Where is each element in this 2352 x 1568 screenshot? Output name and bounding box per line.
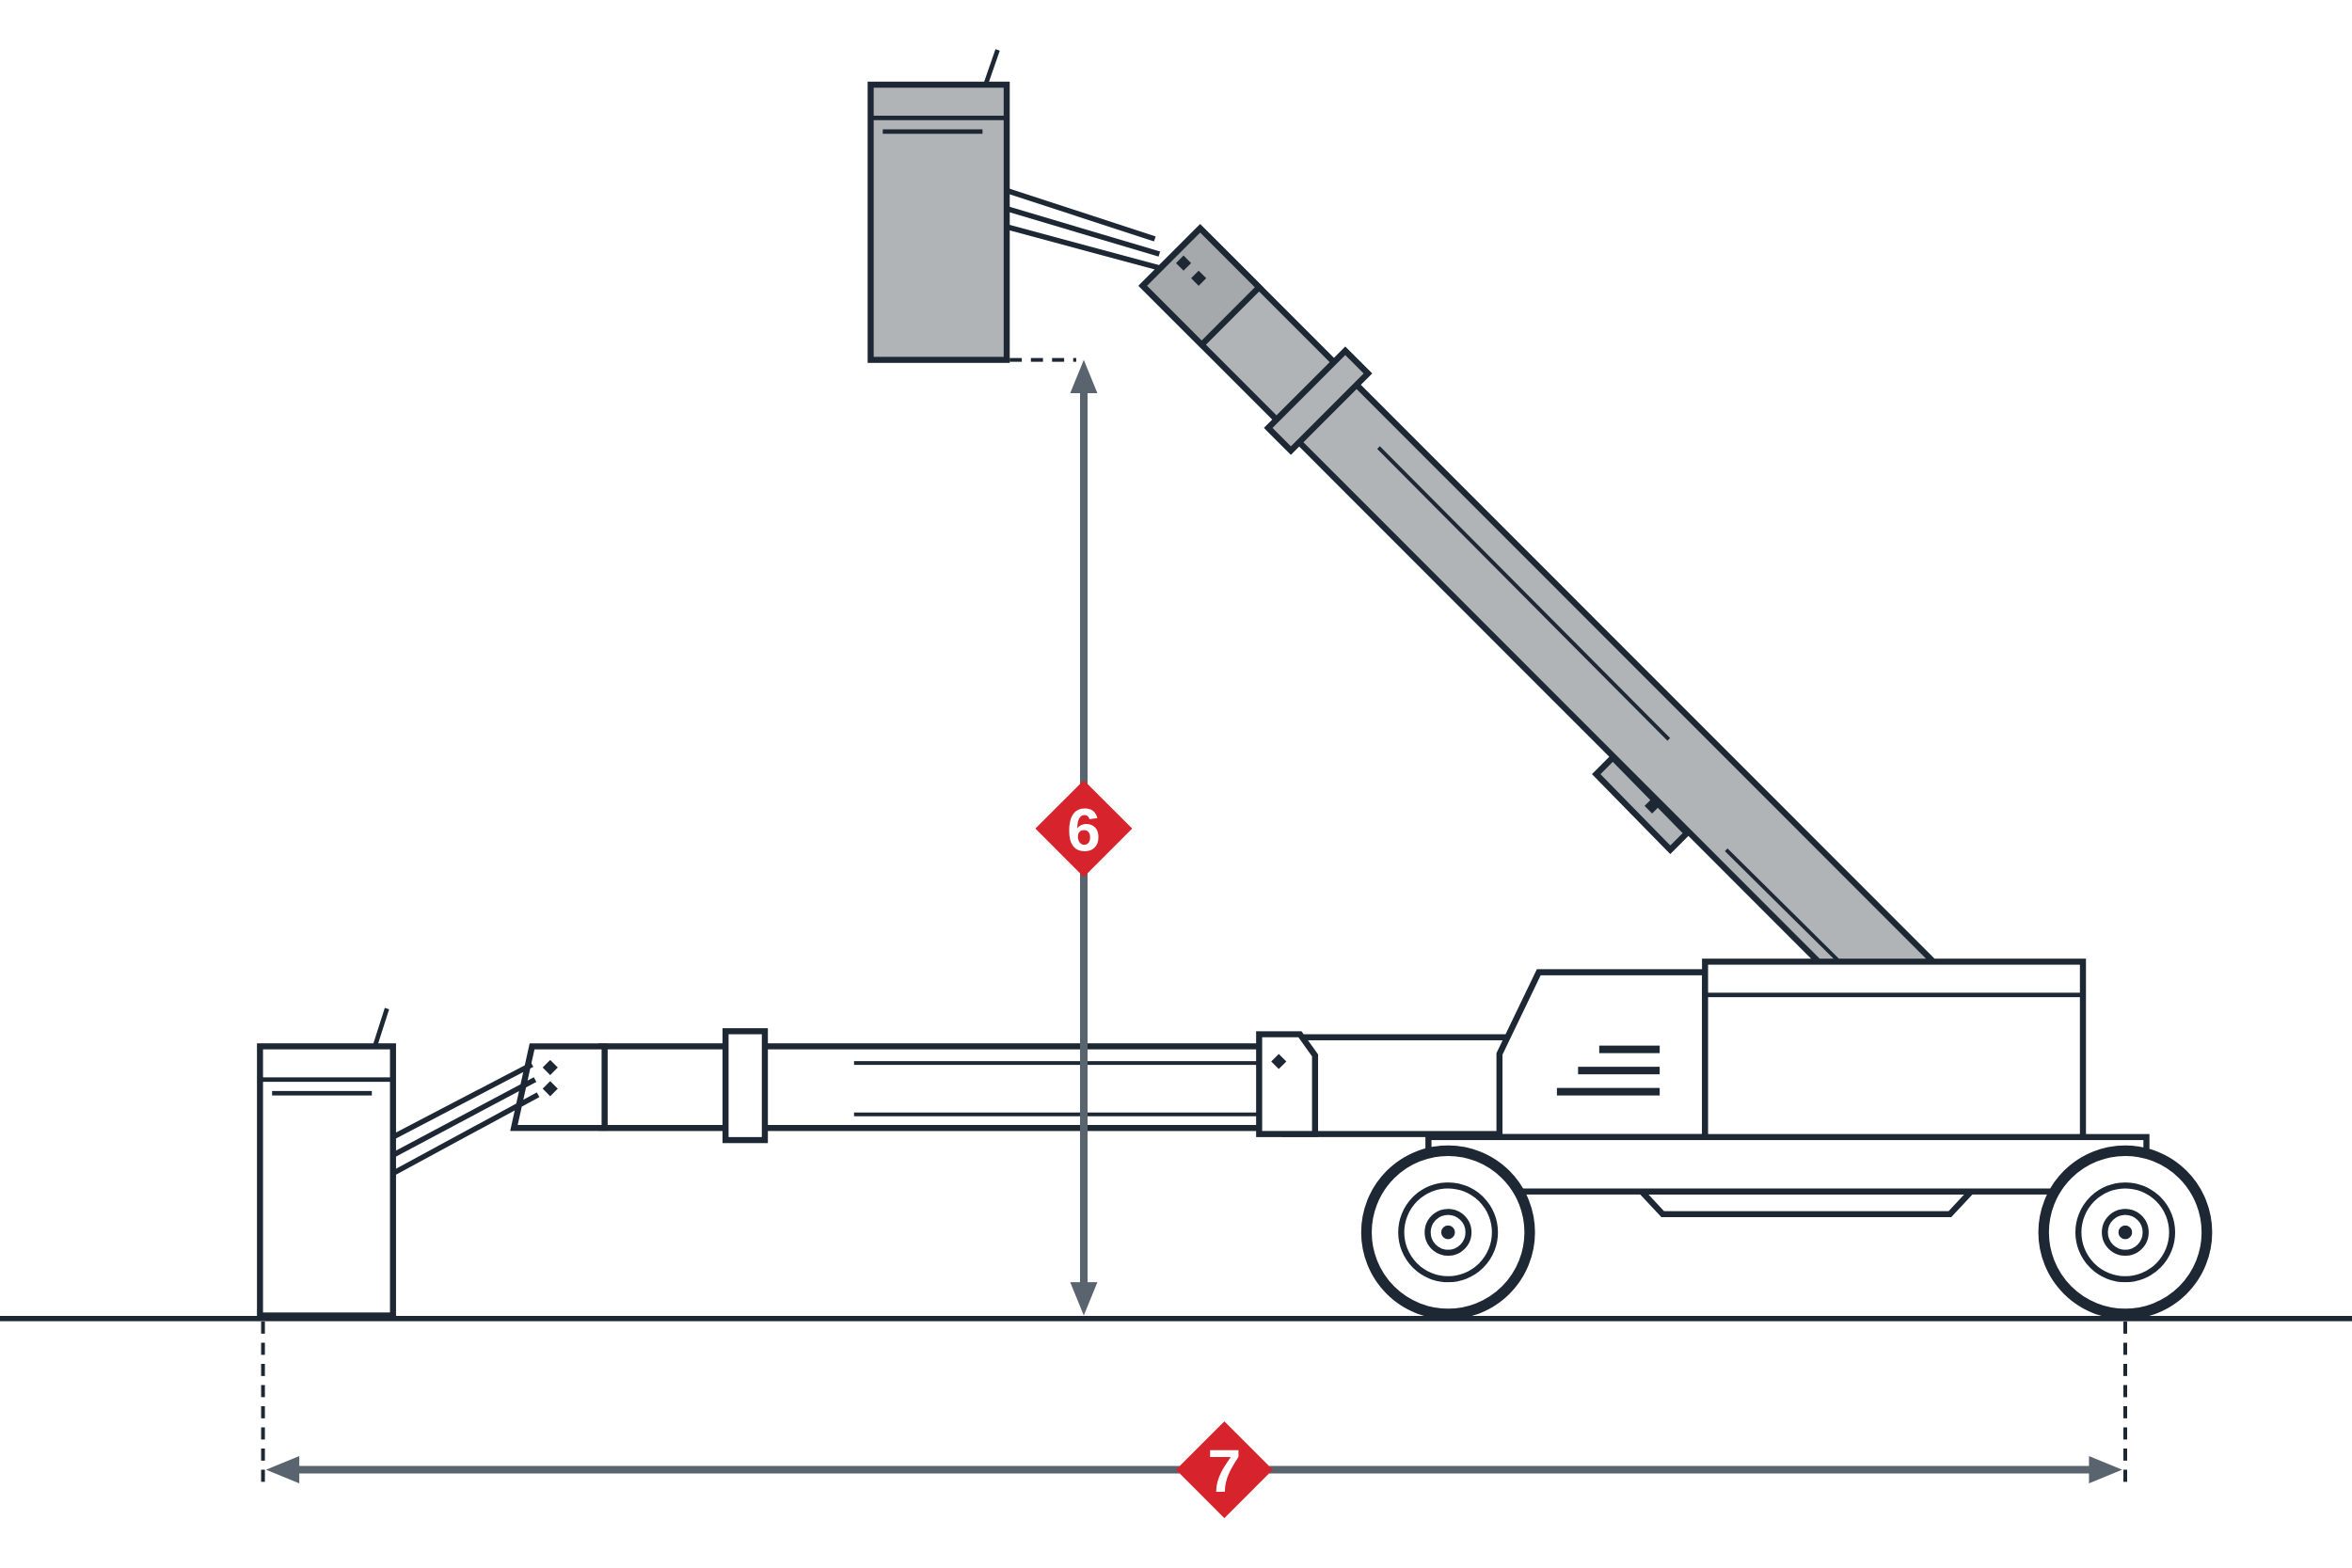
boom-head-pin-dot (542, 1081, 558, 1097)
arrow-right-icon (2089, 1456, 2122, 1483)
raised-telescopic-boom (1138, 224, 1953, 1039)
raised-boom-section-seam (1376, 446, 1671, 741)
lowered-boom-head (510, 1043, 608, 1132)
raised-boom-collar (1263, 346, 1373, 455)
raised-boom-assembly (867, 49, 1953, 1039)
length-badge-diamond (1176, 1421, 1273, 1518)
lowered-boom-base-section (1281, 1034, 1521, 1137)
lowered-boom-collar (722, 1028, 769, 1144)
arrow-left-icon (265, 1456, 300, 1483)
raised-platform-link-arm (1006, 206, 1161, 257)
front-wheel-center-dot (1440, 1225, 1455, 1240)
lowered-platform-link-arm (391, 1077, 537, 1158)
boom-head-pin-dot (1191, 270, 1207, 286)
joint-plate-pin-dot (1271, 1053, 1287, 1069)
height-badge-label: 6 (1067, 797, 1101, 864)
lowered-platform-basket (257, 1043, 396, 1319)
dimension-height: 6 (1009, 357, 1133, 1316)
axle-beam (1425, 1133, 2150, 1195)
raised-platform-antenna (983, 49, 1000, 86)
skid-plate (1634, 1188, 1979, 1218)
lowered-platform-link-arm (391, 1092, 540, 1176)
arrow-down-icon (1070, 1282, 1098, 1316)
dimension-length: 7 (261, 1321, 2128, 1518)
raised-boom-joint-plate (1592, 752, 1692, 854)
rear-wheel (2038, 1145, 2213, 1320)
length-badge-label: 7 (1208, 1437, 1242, 1505)
boom-head-pin-dot (542, 1059, 558, 1075)
arrow-up-icon (1070, 359, 1098, 393)
turntable-deck (1702, 958, 2087, 1144)
boom-head-pin-dot (1176, 255, 1192, 271)
joint-plate-pin-dot (1645, 798, 1661, 814)
raised-platform-link-arm (1006, 224, 1165, 272)
engine-housing (1496, 969, 1708, 1141)
raised-boom-head (1138, 224, 1263, 350)
raised-platform-link-arm (1006, 187, 1156, 242)
raised-platform-basket (867, 81, 1010, 363)
lowered-platform-antenna (373, 1007, 389, 1048)
rear-wheel-center-dot (2118, 1225, 2133, 1240)
front-wheel (1360, 1145, 1535, 1320)
lowered-platform-link-arm (391, 1062, 533, 1140)
lowered-boom-joint-plate (1256, 1031, 1319, 1137)
chassis (1425, 958, 2150, 1218)
lowered-boom-assembly (257, 1007, 1521, 1319)
